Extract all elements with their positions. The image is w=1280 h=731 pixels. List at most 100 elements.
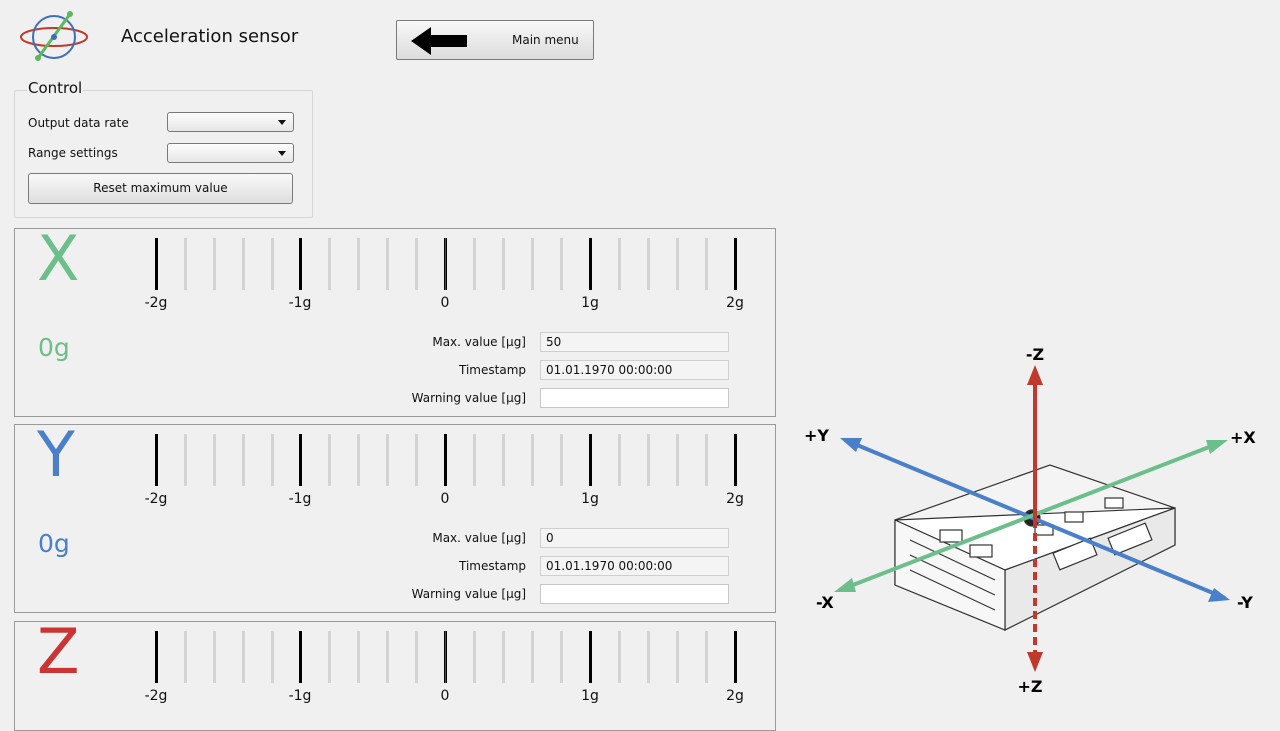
z-minor-tick <box>647 631 650 683</box>
x-major-tick <box>734 238 737 290</box>
x-scale-label: 1g <box>581 295 599 311</box>
x-minor-tick <box>473 238 476 290</box>
z-minor-tick <box>213 631 216 683</box>
device-orientation-diagram: -Z +Z +Y -Y +X -X <box>800 340 1270 704</box>
y-minor-tick <box>213 434 216 486</box>
y-zero-indicator <box>444 434 447 486</box>
plus-y-label: +Y <box>804 426 829 445</box>
z-minor-tick <box>357 631 360 683</box>
main-menu-label: Main menu <box>512 33 579 47</box>
z-scale-label: 1g <box>581 688 599 704</box>
x-major-tick <box>299 238 302 290</box>
y-minor-tick <box>705 434 708 486</box>
x-axis-letter: X <box>37 222 80 295</box>
x-minor-tick <box>531 238 534 290</box>
y-scale-label: -2g <box>144 491 168 507</box>
range-settings-label: Range settings <box>28 146 118 160</box>
x-minor-tick <box>676 238 679 290</box>
y-minor-tick <box>242 434 245 486</box>
z-minor-tick <box>415 631 418 683</box>
x-minor-tick <box>242 238 245 290</box>
z-minor-tick <box>473 631 476 683</box>
z-minor-tick <box>618 631 621 683</box>
z-scale-label: 0 <box>440 688 450 704</box>
x-scale-label: -2g <box>144 295 168 311</box>
y-scale-label: 1g <box>581 491 599 507</box>
z-scale-label: -1g <box>288 688 312 704</box>
z-minor-tick <box>676 631 679 683</box>
y-minor-tick <box>560 434 563 486</box>
z-axis-letter: Z <box>37 615 80 688</box>
x-zero-indicator <box>444 238 447 290</box>
z-major-tick <box>155 631 158 683</box>
y-warning-value-input[interactable] <box>540 584 729 604</box>
y-warning-value-label: Warning value [µg] <box>411 587 526 601</box>
y-minor-tick <box>357 434 360 486</box>
x-minor-tick <box>184 238 187 290</box>
app-title: Acceleration sensor <box>121 26 299 47</box>
x-minor-tick <box>647 238 650 290</box>
y-minor-tick <box>502 434 505 486</box>
y-max-value-label: Max. value [µg] <box>432 531 526 545</box>
output-data-rate-label: Output data rate <box>28 116 129 130</box>
control-title: Control <box>27 79 84 97</box>
x-scale-label: -1g <box>288 295 312 311</box>
reset-maximum-button[interactable]: Reset maximum value <box>28 173 293 204</box>
back-arrow-icon <box>411 27 467 55</box>
z-scale-label: -2g <box>144 688 168 704</box>
z-major-tick <box>589 631 592 683</box>
minus-z-label: -Z <box>1026 345 1044 364</box>
y-major-tick <box>589 434 592 486</box>
x-scale-label: 0 <box>440 295 450 311</box>
control-group <box>14 90 313 218</box>
x-scale-label: 2g <box>726 295 744 311</box>
z-minor-tick <box>386 631 389 683</box>
y-minor-tick <box>328 434 331 486</box>
x-minor-tick <box>705 238 708 290</box>
x-minor-tick <box>213 238 216 290</box>
z-minor-tick <box>271 631 274 683</box>
y-timestamp-label: Timestamp <box>459 559 526 573</box>
x-minor-tick <box>502 238 505 290</box>
y-minor-tick <box>618 434 621 486</box>
x-major-tick <box>589 238 592 290</box>
z-major-tick <box>734 631 737 683</box>
z-zero-indicator <box>444 631 447 683</box>
y-scale-label: 0 <box>440 491 450 507</box>
y-minor-tick <box>184 434 187 486</box>
y-minor-tick <box>647 434 650 486</box>
plus-x-label: +X <box>1230 428 1256 447</box>
x-minor-tick <box>415 238 418 290</box>
x-major-tick <box>155 238 158 290</box>
y-minor-tick <box>415 434 418 486</box>
chevron-down-icon <box>278 151 286 156</box>
z-minor-tick <box>242 631 245 683</box>
x-minor-tick <box>618 238 621 290</box>
y-minor-tick <box>676 434 679 486</box>
x-warning-value-input[interactable] <box>540 388 729 408</box>
y-major-tick <box>299 434 302 486</box>
y-max-value-field: 0 <box>540 528 729 548</box>
y-minor-tick <box>386 434 389 486</box>
y-timestamp-field: 01.01.1970 00:00:00 <box>540 556 729 576</box>
x-minor-tick <box>386 238 389 290</box>
y-minor-tick <box>531 434 534 486</box>
output-data-rate-select[interactable] <box>167 112 294 132</box>
chevron-down-icon <box>278 120 286 125</box>
x-axis-value: 0g <box>38 333 70 362</box>
y-major-tick <box>734 434 737 486</box>
x-max-value-label: Max. value [µg] <box>432 335 526 349</box>
plus-z-label: +Z <box>1017 677 1042 696</box>
minus-x-label: -X <box>816 593 834 612</box>
main-menu-button[interactable]: Main menu <box>396 20 594 60</box>
z-minor-tick <box>560 631 563 683</box>
y-major-tick <box>155 434 158 486</box>
x-minor-tick <box>560 238 563 290</box>
y-scale-label: -1g <box>288 491 312 507</box>
y-axis-letter: Y <box>37 418 75 491</box>
range-settings-select[interactable] <box>167 143 294 163</box>
y-minor-tick <box>473 434 476 486</box>
